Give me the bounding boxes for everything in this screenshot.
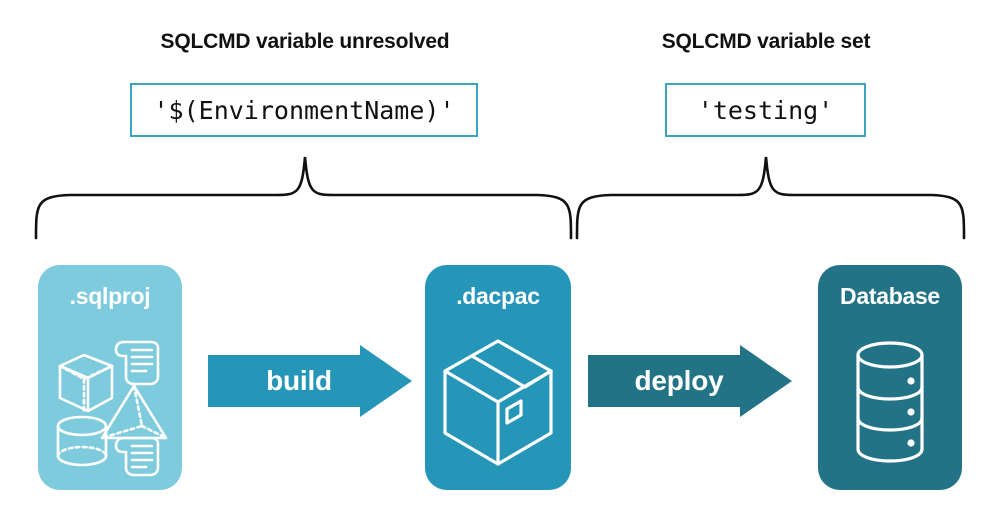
heading-sqlcmd-variable-unresolved: SQLCMD variable unresolved	[160, 30, 450, 53]
database-cylinder-icon	[856, 340, 924, 463]
dacpac-icon-group	[425, 320, 571, 485]
code-box-environment-name: '$(EnvironmentName)'	[130, 83, 478, 137]
artifact-box-dacpac: .dacpac	[425, 265, 571, 490]
artifact-box-database: Database	[818, 265, 962, 490]
left-brace-icon	[34, 156, 573, 240]
arrow-label-deploy: deploy	[634, 365, 724, 396]
sqlproj-icon-group	[38, 320, 182, 485]
package-box-icon	[443, 338, 553, 466]
arrow-build: build	[208, 345, 412, 417]
code-box-testing: 'testing'	[665, 83, 866, 137]
arrow-label-build: build	[266, 365, 332, 396]
deploy-arrow-icon	[588, 345, 792, 417]
build-arrow-icon	[208, 345, 412, 417]
code-value-unresolved: '$(EnvironmentName)'	[153, 95, 455, 125]
scroll-icon	[114, 340, 160, 385]
artifact-label-sqlproj: .sqlproj	[69, 283, 151, 309]
arrow-deploy: deploy	[588, 345, 792, 417]
artifact-label-database: Database	[840, 283, 940, 309]
scroll-icon	[114, 436, 160, 476]
cylinder-icon	[56, 415, 108, 466]
artifact-box-sqlproj: .sqlproj	[38, 265, 182, 490]
right-brace-icon	[575, 156, 966, 240]
database-icon-group	[818, 320, 962, 485]
heading-sqlcmd-variable-set: SQLCMD variable set	[661, 30, 871, 53]
cube-icon	[58, 353, 114, 412]
code-value-resolved: 'testing'	[697, 95, 834, 125]
artifact-label-dacpac: .dacpac	[456, 283, 540, 309]
